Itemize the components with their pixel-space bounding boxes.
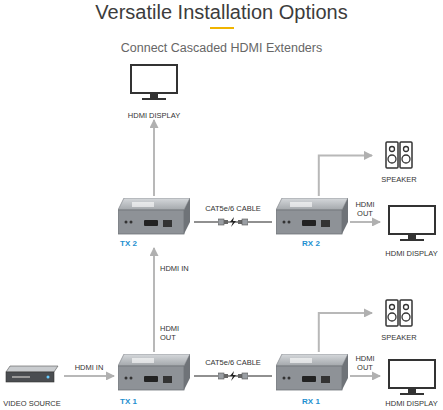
- unit-label: TX 2: [120, 239, 137, 248]
- cat-cable: [194, 375, 272, 376]
- monitor-icon: [131, 65, 177, 100]
- cable-connectors: [218, 371, 248, 381]
- display-device: HDMI DISPLAY: [380, 358, 443, 408]
- connector-label: CAT5e/6 CABLE: [193, 358, 273, 367]
- video-source-device: VIDEO SOURCE: [0, 362, 64, 408]
- transmitter-icon: [118, 198, 190, 234]
- transmitter-device: TX 1: [114, 352, 194, 406]
- signal-arrow: [153, 248, 155, 352]
- display-device: HDMI DISPLAY: [122, 64, 186, 120]
- signal-arrow: [319, 313, 372, 352]
- unit-label: RX 2: [302, 239, 320, 248]
- speaker-icon: [386, 142, 412, 168]
- led: [47, 376, 50, 379]
- speaker-device: SPEAKER: [372, 298, 426, 342]
- receiver-icon: [276, 198, 348, 234]
- subtitle: Connect Cascaded HDMI Extenders: [0, 40, 443, 56]
- port-label: HDMI IN: [160, 264, 190, 273]
- player-front: [6, 372, 54, 382]
- device-label: HDMI DISPLAY: [385, 249, 437, 258]
- transmitter-icon: [118, 354, 190, 390]
- receiver-device: RX 2: [272, 196, 350, 248]
- device-label: HDMI DISPLAY: [385, 399, 437, 408]
- cat-cable: [194, 221, 272, 222]
- device-label: HDMI DISPLAY: [128, 111, 180, 120]
- device-label: VIDEO SOURCE: [3, 399, 61, 408]
- signal-arrow: [319, 155, 372, 196]
- speaker-device: SPEAKER: [372, 140, 426, 184]
- cable-connectors: [218, 217, 248, 227]
- display-device: HDMI DISPLAY: [380, 204, 443, 258]
- device-label: SPEAKER: [381, 333, 416, 342]
- transmitter-device: TX 2: [114, 196, 194, 248]
- page-title: Versatile Installation Options: [0, 0, 443, 24]
- title-underline: [210, 27, 234, 29]
- connector-label: HDMI OUT: [350, 200, 380, 218]
- speaker-icon: [386, 300, 412, 326]
- unit-label: RX 1: [302, 397, 320, 406]
- monitor-icon: [389, 360, 435, 395]
- connector-label: HDMI IN: [74, 363, 104, 372]
- connector-label: CAT5e/6 CABLE: [193, 204, 273, 213]
- signal-arrow: [350, 375, 380, 377]
- signal-arrow: [64, 375, 114, 377]
- connector-label: HDMI OUT: [350, 354, 380, 372]
- receiver-icon: [276, 354, 348, 390]
- disc-slot: [12, 376, 30, 378]
- receiver-device: RX 1: [272, 352, 350, 406]
- player-top: [6, 366, 58, 372]
- signal-arrow: [350, 221, 380, 223]
- unit-label: TX 1: [120, 397, 137, 406]
- monitor-icon: [389, 206, 435, 241]
- device-label: SPEAKER: [381, 175, 416, 184]
- video-source-icon: [6, 366, 58, 382]
- connector-group: [64, 120, 380, 376]
- signal-arrow: [153, 120, 155, 196]
- port-label: HDMI OUT: [160, 324, 190, 342]
